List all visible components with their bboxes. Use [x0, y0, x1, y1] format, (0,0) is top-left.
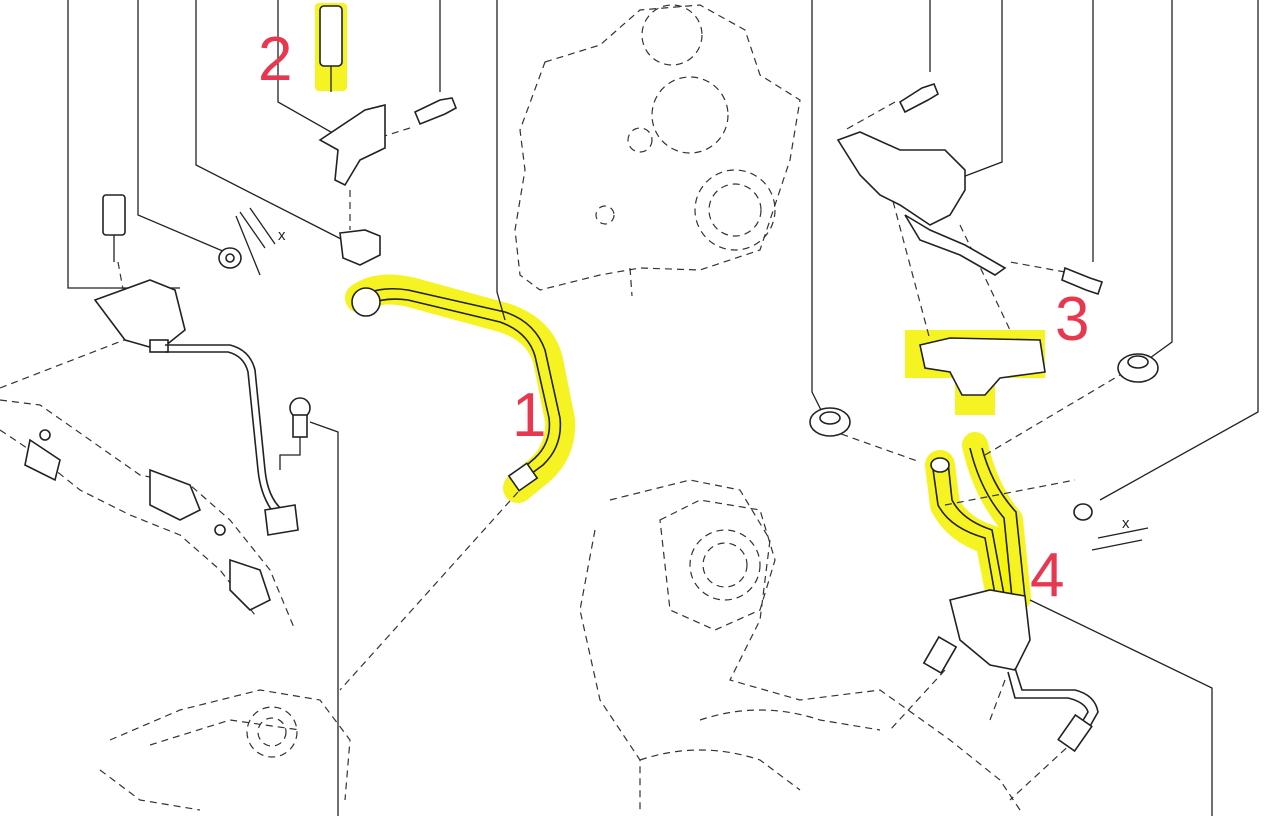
- bolt-top-right: [898, 83, 939, 114]
- left-rail-assembly: [0, 279, 299, 631]
- assembly-lines: [0, 101, 1126, 801]
- sensor-2-group: [318, 5, 458, 266]
- right-bracket-group: [809, 83, 1159, 437]
- highlight-hose-4b: [962, 432, 1031, 611]
- left-sensor-group: [102, 194, 276, 276]
- bottom-left-housing: [99, 689, 351, 811]
- leader-lines: [67, 0, 1259, 816]
- nut-lower-right: [1073, 503, 1093, 521]
- hose-4-group: [922, 447, 1149, 753]
- dimension-mark-right: x: [1122, 515, 1130, 532]
- bolt-centre-left: [279, 397, 311, 470]
- bolt-right: [1061, 266, 1104, 296]
- callout-2: 2: [258, 25, 292, 94]
- bracket-2: [318, 103, 386, 187]
- sensor-2: [319, 5, 343, 67]
- callout-4: 4: [1030, 541, 1064, 610]
- part-3: [919, 337, 1046, 396]
- callout-1: 1: [512, 381, 546, 450]
- dimension-mark-left: x: [278, 227, 286, 244]
- engine-pump-outline: [514, 4, 801, 297]
- callout-3: 3: [1055, 285, 1089, 354]
- bracket-3: [836, 131, 966, 226]
- left-sensor: [102, 194, 126, 236]
- clip-top: [339, 229, 381, 266]
- pipe-1: [351, 287, 562, 492]
- bottom-right-housing: [579, 479, 1021, 811]
- bolt-top-left: [413, 97, 458, 126]
